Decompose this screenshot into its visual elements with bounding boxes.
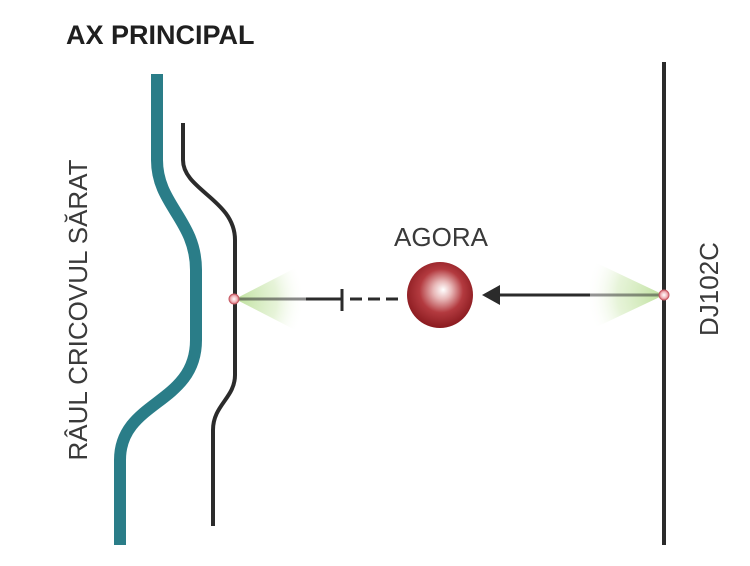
axis-right-arrow [482, 285, 662, 305]
diagram-title: AX PRINCIPAL [66, 20, 255, 50]
river-line [114, 74, 202, 545]
junction-point-right [658, 289, 670, 301]
river-label: RÂUL CRICOVUL SĂRAT [63, 159, 93, 460]
axis-left-segment [238, 289, 404, 311]
junction-point-left [228, 293, 240, 305]
road-label: DJ102C [694, 242, 724, 336]
agora-label: AGORA [394, 222, 489, 252]
agora-node [407, 262, 473, 328]
left-road-line [181, 123, 237, 526]
arrow-head-icon [482, 285, 500, 305]
